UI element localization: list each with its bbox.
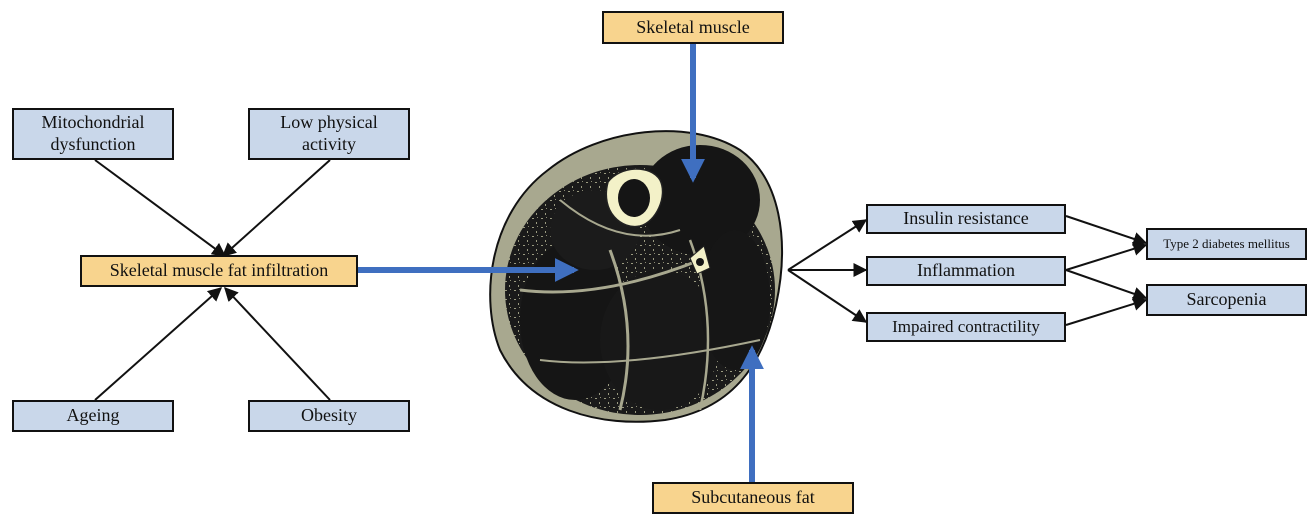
arrow-activity-to-fat bbox=[223, 160, 330, 256]
arrow-inflam-to-t2dm bbox=[1066, 245, 1146, 270]
mitochondrial-line1: Mitochondrial bbox=[42, 112, 145, 134]
t2dm-label: Type 2 diabetes mellitus bbox=[1163, 236, 1290, 252]
inflammation-label: Inflammation bbox=[917, 260, 1015, 282]
arrow-to-contractility bbox=[788, 270, 866, 322]
insulin-resistance-label: Insulin resistance bbox=[903, 208, 1028, 230]
skeletal-muscle-label: Skeletal muscle bbox=[636, 17, 749, 39]
skeletal-muscle-box: Skeletal muscle bbox=[602, 11, 784, 44]
ageing-box: Ageing bbox=[12, 400, 174, 432]
arrow-mito-to-fat bbox=[95, 160, 225, 256]
subcutaneous-fat-label: Subcutaneous fat bbox=[691, 487, 814, 509]
sarcopenia-box: Sarcopenia bbox=[1146, 284, 1307, 316]
arrow-inflam-to-sarcopenia bbox=[1066, 270, 1146, 298]
ageing-label: Ageing bbox=[67, 405, 120, 427]
inflammation-box: Inflammation bbox=[866, 256, 1066, 286]
muscle-cross-section-icon bbox=[490, 131, 782, 422]
subcutaneous-fat-box: Subcutaneous fat bbox=[652, 482, 854, 514]
low-activity-line1: Low physical bbox=[280, 112, 377, 134]
mitochondrial-line2: dysfunction bbox=[51, 134, 136, 156]
low-activity-line2: activity bbox=[302, 134, 356, 156]
impaired-contractility-label: Impaired contractility bbox=[892, 317, 1040, 337]
obesity-box: Obesity bbox=[248, 400, 410, 432]
insulin-resistance-box: Insulin resistance bbox=[866, 204, 1066, 234]
arrow-ageing-to-fat bbox=[95, 288, 221, 400]
fat-infiltration-box: Skeletal muscle fat infiltration bbox=[80, 255, 358, 287]
arrow-contract-to-sarcopenia bbox=[1066, 300, 1146, 325]
arrow-obesity-to-fat bbox=[225, 288, 330, 400]
sarcopenia-label: Sarcopenia bbox=[1187, 289, 1267, 311]
arrow-to-insulin bbox=[788, 220, 866, 270]
t2dm-box: Type 2 diabetes mellitus bbox=[1146, 228, 1307, 260]
arrow-insulin-to-t2dm bbox=[1066, 216, 1146, 243]
low-physical-activity-box: Low physical activity bbox=[248, 108, 410, 160]
impaired-contractility-box: Impaired contractility bbox=[866, 312, 1066, 342]
obesity-label: Obesity bbox=[301, 405, 357, 427]
mitochondrial-dysfunction-box: Mitochondrial dysfunction bbox=[12, 108, 174, 160]
fat-infiltration-label: Skeletal muscle fat infiltration bbox=[110, 260, 328, 282]
